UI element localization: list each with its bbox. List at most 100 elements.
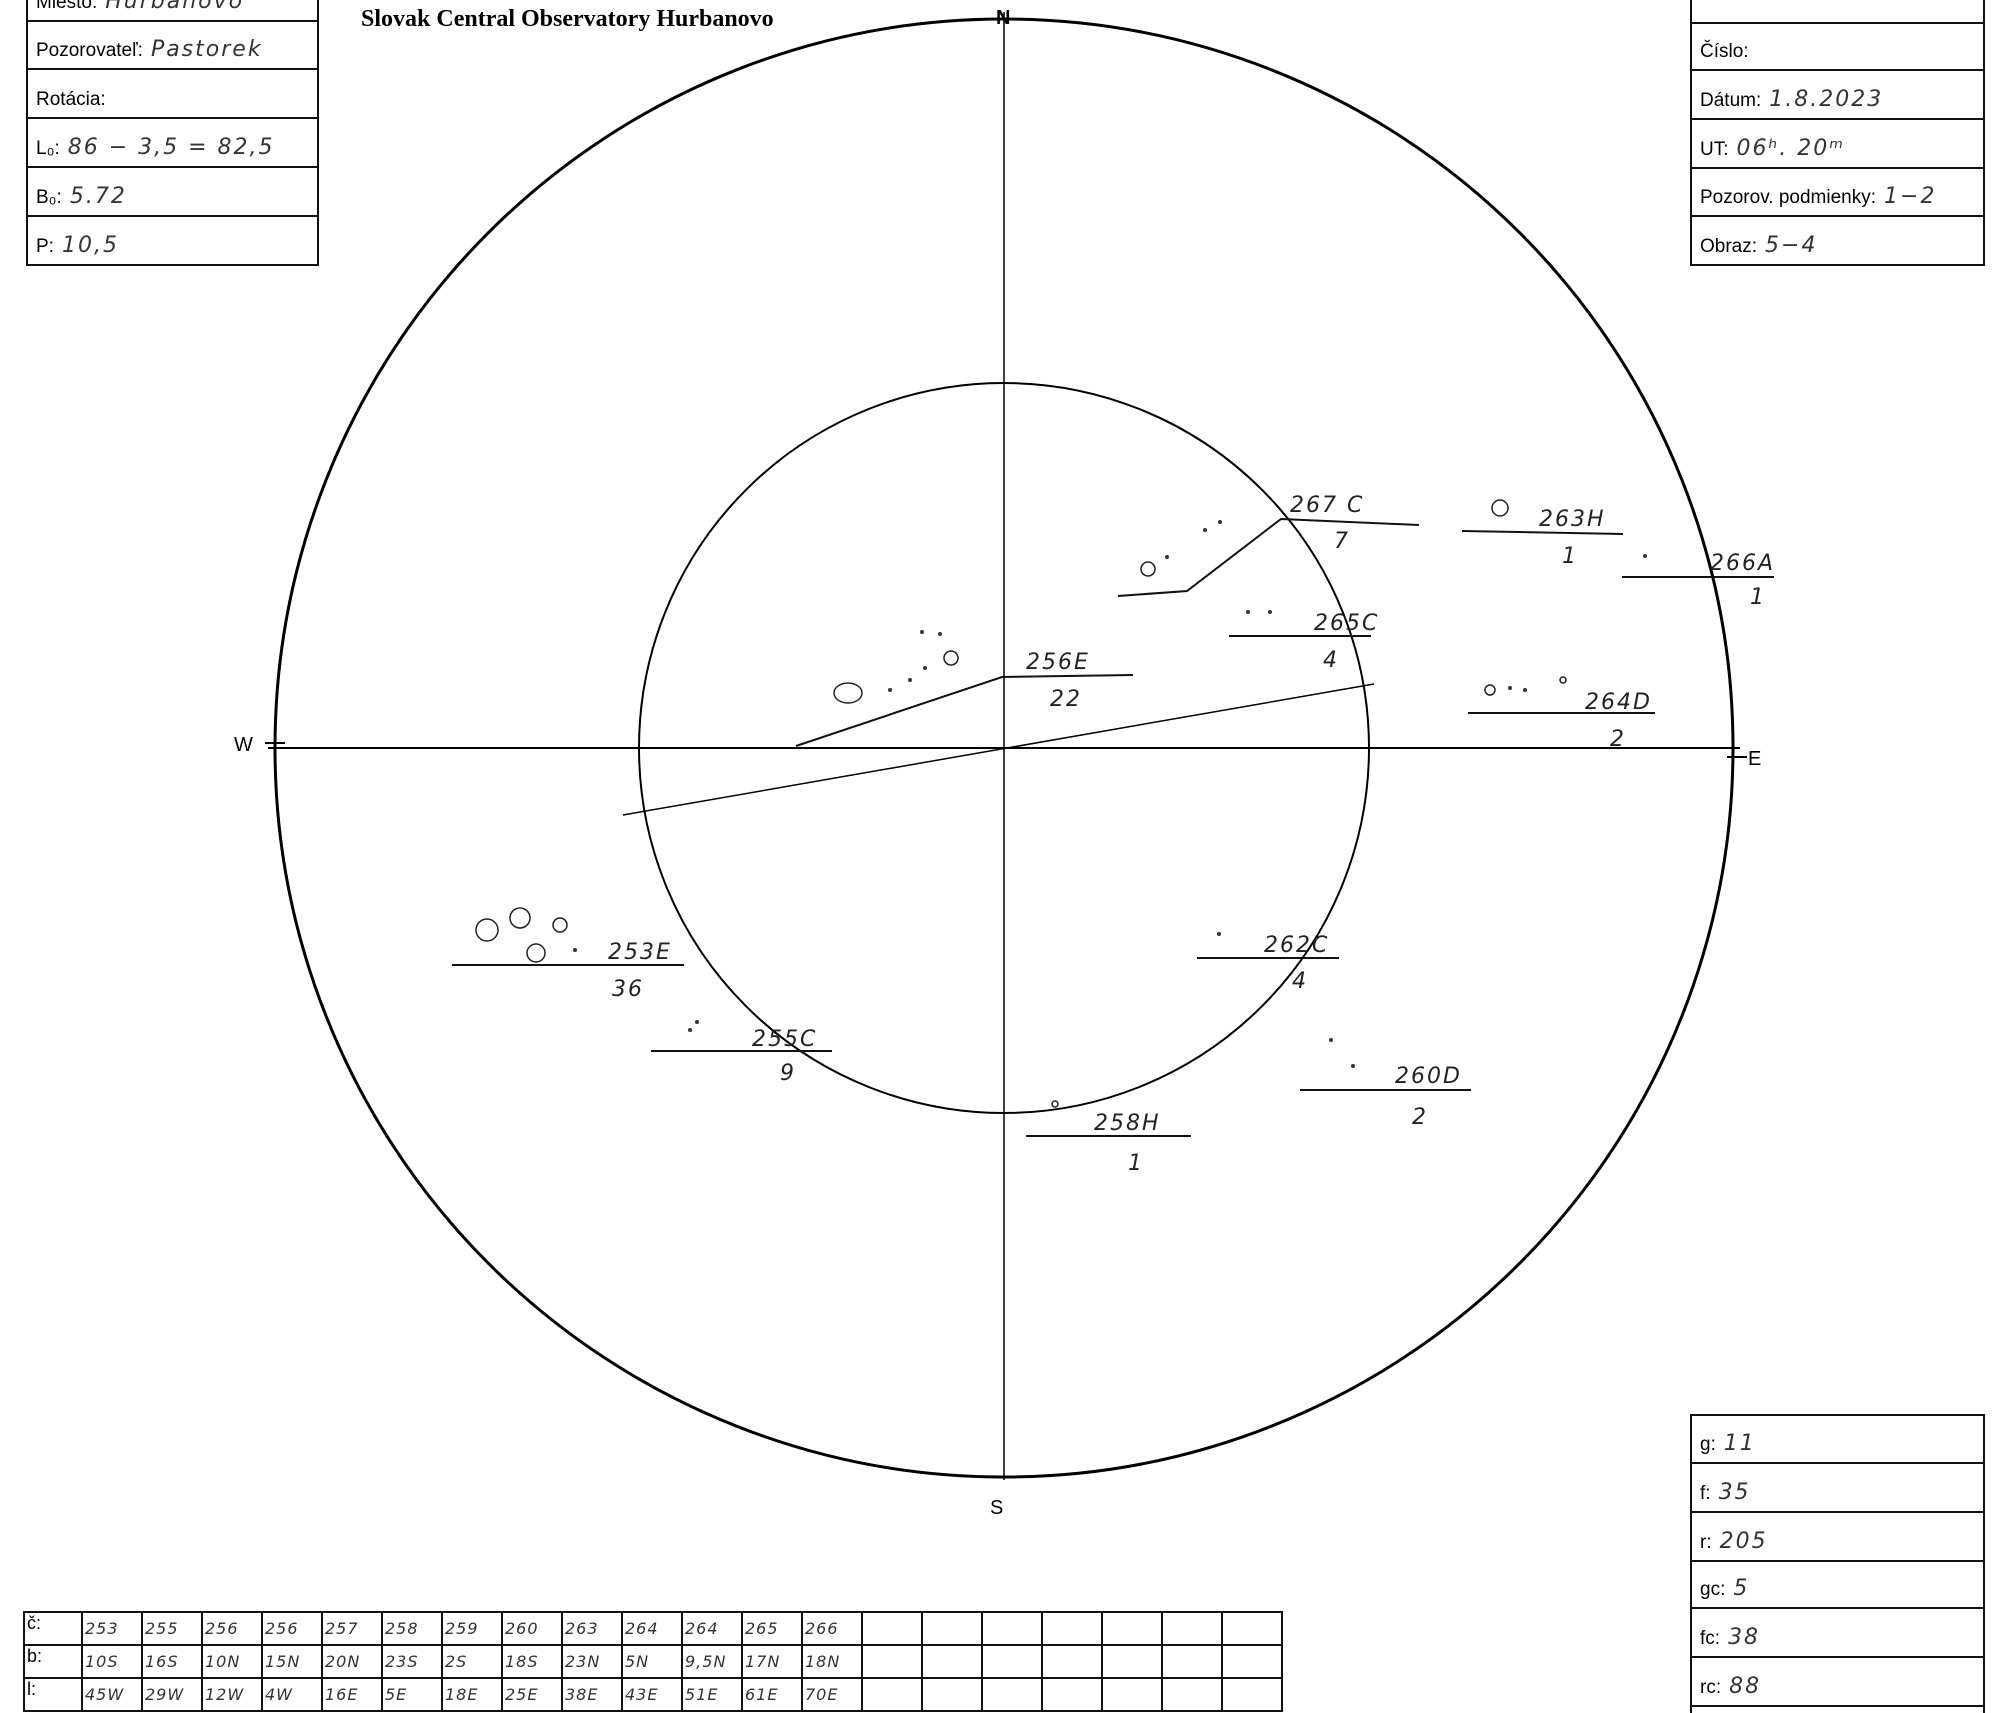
table-cell: 15N	[261, 1644, 323, 1679]
field-label: L₀:	[36, 138, 60, 159]
cell-value: 2S	[445, 1651, 468, 1671]
group-count: 7	[1334, 529, 1350, 554]
date-info-box: Číslo: Dátum:1.8.2023 UT:06ʰ. 20ᵐ Pozoro…	[1690, 0, 1985, 266]
table-cell: 10S	[81, 1644, 143, 1679]
cell-value: 18N	[805, 1651, 841, 1671]
table-cell: 38E	[561, 1677, 623, 1712]
group-id: 256E	[1026, 650, 1090, 675]
observation-info-box: Miesto:Hurbanovo Pozorovateľ:Pastorek Ro…	[26, 0, 319, 266]
table-cell: 264	[681, 1611, 743, 1646]
table-cell: 17N	[741, 1644, 803, 1679]
table-cell: 51E	[681, 1677, 743, 1712]
table-cell: 5E	[381, 1677, 443, 1712]
table-cell: 10N	[201, 1644, 263, 1679]
cell-value: 45W	[85, 1684, 125, 1704]
cell-value: 25E	[505, 1684, 539, 1704]
field-value: 11	[1723, 1431, 1756, 1456]
table-cell	[981, 1677, 1043, 1712]
sunspot	[1484, 684, 1496, 696]
field-rotation: Rotácia:	[28, 70, 317, 119]
cell-value: 257	[325, 1618, 359, 1638]
group-255c: 255C 9	[752, 1027, 817, 1086]
cell-value: 18E	[445, 1684, 479, 1704]
group-id: 264D	[1585, 690, 1652, 715]
field-ut: UT:06ʰ. 20ᵐ	[1692, 120, 1983, 169]
table-cell	[981, 1644, 1043, 1679]
group-id: 253E	[608, 940, 672, 965]
table-cell: 256	[261, 1611, 323, 1646]
cell-value: 263	[565, 1618, 599, 1638]
cell-value: 16E	[325, 1684, 359, 1704]
table-cell: 257	[321, 1611, 383, 1646]
field-location: Miesto:Hurbanovo	[28, 0, 317, 22]
group-count: 9	[780, 1061, 796, 1086]
table-cell	[861, 1611, 923, 1646]
cell-value: 29W	[145, 1684, 185, 1704]
table-cell: 253	[81, 1611, 143, 1646]
table-cell	[921, 1677, 983, 1712]
field-value: 38	[1728, 1625, 1761, 1650]
table-cell	[921, 1611, 983, 1646]
cell-value: 4W	[265, 1684, 293, 1704]
field-value: 1−2	[1884, 184, 1937, 209]
field-label: fc:	[1700, 1628, 1721, 1649]
cell-value: 9,5N	[685, 1651, 727, 1671]
sunspot	[1491, 499, 1509, 517]
cell-value: 5E	[385, 1684, 408, 1704]
table-cell	[861, 1677, 923, 1712]
group-267c: 267 C 7	[1290, 493, 1364, 554]
group-count: 1	[1750, 585, 1766, 610]
field-value: Pastorek	[150, 37, 263, 62]
cell-value: 17N	[745, 1651, 781, 1671]
cell-value: 5N	[625, 1651, 650, 1671]
group-count: 2	[1412, 1105, 1428, 1130]
table-cell	[1221, 1611, 1283, 1646]
cell-value: 256	[265, 1618, 299, 1638]
cell-value: 43E	[625, 1684, 659, 1704]
field-g: g:11	[1692, 1416, 1983, 1464]
group-id: 266A	[1710, 551, 1775, 576]
sunspot	[509, 907, 531, 929]
field-label: P:	[36, 236, 54, 257]
table-cell	[1161, 1644, 1223, 1679]
table-cell	[1221, 1677, 1283, 1712]
table-cell	[1161, 1677, 1223, 1712]
field-label: rc:	[1700, 1677, 1722, 1698]
table-cell: 5N	[621, 1644, 683, 1679]
table-cell	[1221, 1644, 1283, 1679]
table-cell	[981, 1611, 1043, 1646]
table-cell: 9,5N	[681, 1644, 743, 1679]
field-value: 88	[1729, 1674, 1762, 1699]
cell-value: 20N	[325, 1651, 361, 1671]
cell-value: 259	[445, 1618, 479, 1638]
field-value: 205	[1719, 1529, 1768, 1554]
field-value: 5.72	[69, 184, 127, 209]
field-f: f:35	[1692, 1464, 1983, 1513]
field-label: Dátum:	[1700, 90, 1762, 111]
cell-value: 23N	[565, 1651, 601, 1671]
group-id: 265C	[1314, 611, 1379, 636]
sunspot-marks	[475, 499, 1567, 1108]
group-id: 263H	[1539, 507, 1606, 532]
sunspot	[1559, 676, 1567, 684]
table-cell	[1101, 1677, 1163, 1712]
table-cell: 265	[741, 1611, 803, 1646]
cell-value: 256	[205, 1618, 239, 1638]
cell-value: 10N	[205, 1651, 241, 1671]
table-cell: 29W	[141, 1677, 203, 1712]
cell-value: 15N	[265, 1651, 301, 1671]
table-cell: 18N	[801, 1644, 863, 1679]
row-label: l:	[23, 1677, 83, 1712]
group-count: 22	[1050, 687, 1082, 712]
table-cell: 12W	[201, 1677, 263, 1712]
group-id: 267 C	[1290, 493, 1364, 518]
group-id: 255C	[752, 1027, 817, 1052]
field-value: 06ʰ. 20ᵐ	[1736, 136, 1845, 161]
